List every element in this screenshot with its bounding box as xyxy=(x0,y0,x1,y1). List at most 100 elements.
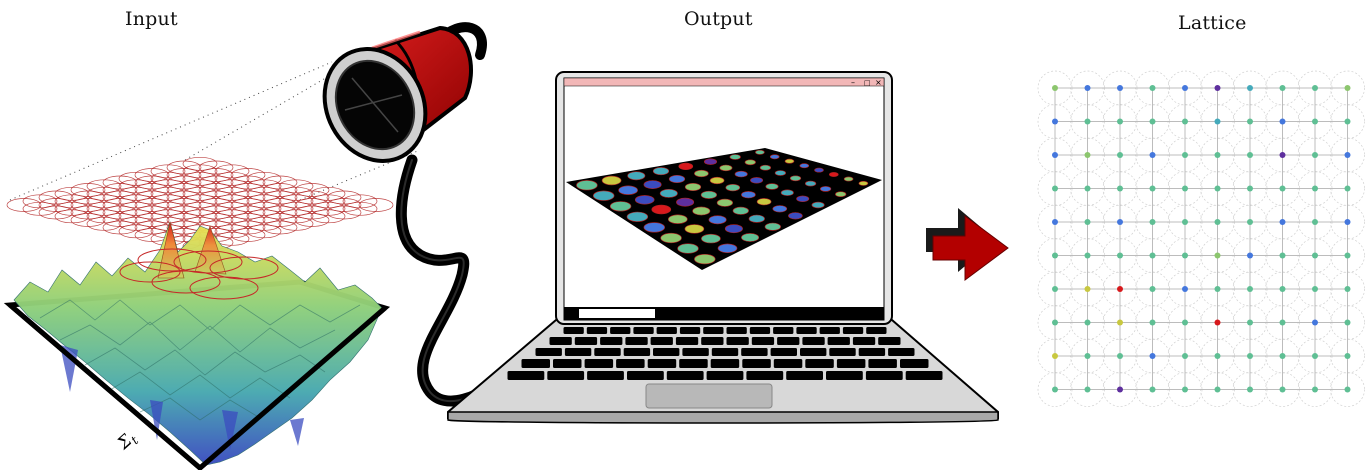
keyboard-key xyxy=(777,337,800,345)
camera xyxy=(322,22,516,407)
sensor-circle xyxy=(246,209,282,224)
sensor-circle xyxy=(86,209,122,224)
output-circle xyxy=(769,154,780,160)
sensor-circle xyxy=(214,171,250,186)
sensor-circle xyxy=(278,186,314,201)
keyboard-key xyxy=(507,371,545,380)
sensor-circle xyxy=(198,190,234,205)
output-circle xyxy=(788,212,803,220)
sensor-circle xyxy=(326,198,362,212)
lattice-node xyxy=(1214,85,1221,91)
keyboard-key xyxy=(706,371,744,380)
keyboard-key xyxy=(584,359,614,368)
output-circle xyxy=(811,201,825,209)
lattice-node xyxy=(1149,219,1156,225)
sensor-circle xyxy=(118,194,154,209)
keyboard-key xyxy=(770,348,797,356)
lattice-node xyxy=(1084,219,1091,225)
lattice-node xyxy=(1312,353,1318,359)
lattice-node xyxy=(1149,353,1156,359)
output-circle xyxy=(708,215,727,225)
lattice-node xyxy=(1084,353,1091,359)
sensor-circle xyxy=(182,209,218,224)
sensor-circle xyxy=(230,213,266,227)
keyboard-key xyxy=(842,327,864,334)
sensor-circle xyxy=(262,220,298,235)
sensor-circle xyxy=(278,179,314,194)
output-circle xyxy=(796,195,810,203)
keyboard-key xyxy=(746,371,784,380)
lattice-node xyxy=(1279,85,1286,91)
lattice-node xyxy=(1214,386,1221,393)
sensor-circle xyxy=(310,201,346,216)
projection-line xyxy=(184,71,337,161)
output-circle xyxy=(732,206,749,215)
lattice-node xyxy=(1149,252,1156,259)
output-circle xyxy=(703,158,717,165)
keyboard-key xyxy=(726,337,749,345)
sensor-circle xyxy=(102,213,138,227)
sensor-circle xyxy=(198,168,234,182)
sensor-circle xyxy=(262,198,298,212)
window-maximize-button[interactable]: □ xyxy=(864,79,871,87)
sensor-circle xyxy=(86,186,122,201)
lattice-node xyxy=(1084,185,1091,192)
sensor-circle xyxy=(214,209,250,224)
output-circle xyxy=(651,204,672,215)
sensor-circle xyxy=(134,168,170,182)
window-minimize-button[interactable]: – xyxy=(851,78,855,87)
lattice-node xyxy=(1117,118,1123,125)
sensor-circle xyxy=(182,179,218,194)
lattice-node xyxy=(1344,118,1351,125)
output-circle xyxy=(843,176,854,182)
keyboard-key xyxy=(900,359,929,368)
output-circle xyxy=(627,171,646,181)
lattice-node xyxy=(1117,319,1123,326)
input-title: Input xyxy=(125,8,178,30)
keyboard-key xyxy=(749,327,771,334)
keyboard-key xyxy=(852,337,876,345)
sensor-circle xyxy=(230,183,266,197)
keyboard-key xyxy=(773,327,794,334)
output-circle xyxy=(765,183,779,190)
lattice-node xyxy=(1214,319,1221,326)
sensor-circle xyxy=(230,175,266,190)
keyboard-key xyxy=(625,337,648,345)
sensor-circle xyxy=(38,198,74,212)
projection-line xyxy=(9,61,333,201)
sensor-circle xyxy=(54,201,90,216)
lattice-node xyxy=(1247,118,1253,125)
taskbar-progress xyxy=(579,309,655,318)
output-circle xyxy=(858,180,869,186)
sensor-circle xyxy=(214,164,250,179)
keyboard-key xyxy=(564,348,592,356)
lattice-node xyxy=(1344,319,1351,326)
output-circle xyxy=(701,233,721,244)
lattice-node xyxy=(1052,386,1058,393)
sensor-circle xyxy=(230,220,266,235)
sensor-circle xyxy=(118,179,154,194)
lattice-node xyxy=(1312,118,1318,125)
sensor-circle xyxy=(342,201,378,216)
lattice-node xyxy=(1117,185,1123,192)
sensor-circle xyxy=(342,194,378,209)
output-circle xyxy=(676,197,695,207)
lattice-node xyxy=(1344,185,1351,192)
output-circle xyxy=(799,163,810,169)
surface-label: Σt xyxy=(113,430,141,454)
sensor-circle xyxy=(246,224,282,239)
lattice-node xyxy=(1149,152,1156,158)
keyboard-key xyxy=(858,348,886,356)
lattice-node xyxy=(1279,219,1286,225)
surface-base-edge xyxy=(8,303,387,470)
sensor-circle xyxy=(182,186,218,201)
sensor-circle xyxy=(198,160,234,175)
output-circle xyxy=(716,198,734,207)
sensor-circle xyxy=(86,179,122,194)
sensor-circle xyxy=(166,175,202,190)
sensor-circle xyxy=(214,179,250,194)
keyboard-key xyxy=(741,348,768,356)
lattice-node xyxy=(1182,353,1188,359)
lattice-node xyxy=(1117,219,1123,225)
window-close-button[interactable]: × xyxy=(875,78,882,87)
